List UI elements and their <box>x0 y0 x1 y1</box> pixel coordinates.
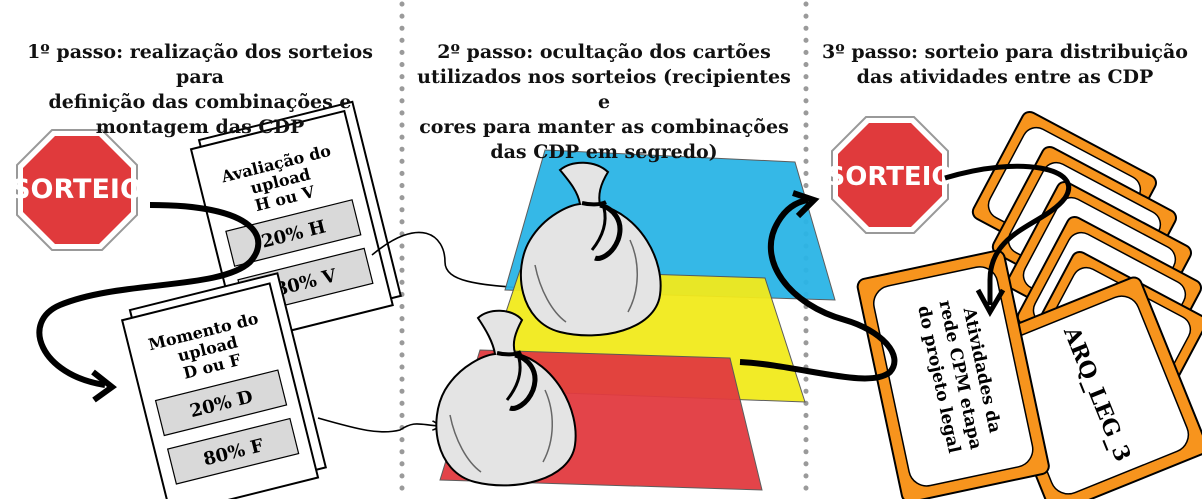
step-1-title: 1º passo: realização dos sorteios para d… <box>27 41 373 138</box>
bag-upper <box>519 161 662 337</box>
curved-arrow-step2-to-3 <box>739 197 898 382</box>
curved-arrow-step3-head <box>975 288 1006 318</box>
activity-card: Atividades da rede CPM etapa do projeto … <box>856 249 1050 499</box>
connector-arrow-lower <box>317 417 440 433</box>
curved-arrow-step1 <box>36 202 262 388</box>
stop-sign-left: SORTEIO <box>11 129 143 251</box>
step-2-title: 2º passo: ocultação dos cartões utilizad… <box>417 41 791 163</box>
connector-arrow-upper <box>371 231 545 290</box>
card-upload-moment: Momento do upload D ou F 20% D 80% F <box>120 272 328 499</box>
stop-sign-right-label: SORTEIO <box>827 162 954 192</box>
step-3-title: 3º passo: sorteio para distribuição das … <box>822 41 1188 88</box>
bag-lower <box>435 309 577 487</box>
stop-sign-left-label: SORTEIO <box>11 174 143 205</box>
stop-sign-right: SORTEIO <box>827 116 954 234</box>
curved-arrow-step1-head <box>91 369 117 403</box>
curved-arrow-step3 <box>944 163 1072 305</box>
curved-arrow-step2-to-3-head <box>792 190 820 219</box>
